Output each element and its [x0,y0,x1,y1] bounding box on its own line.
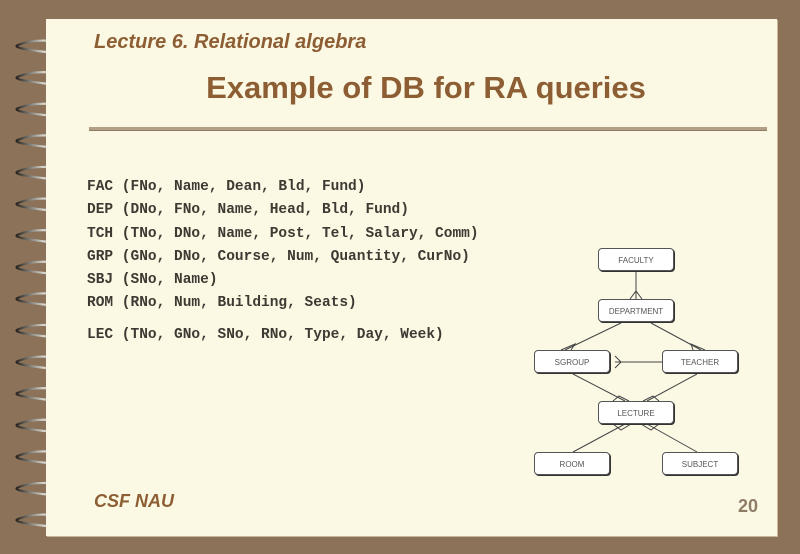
rel-sgroup-lecture [572,373,626,402]
slide-title: Example of DB for RA queries [206,70,646,105]
entity-department: DEPARTMENT [598,299,674,322]
page-number: 20 [738,496,759,516]
entity-room: ROOM [534,452,610,475]
crowfoot-department-icon [629,290,643,300]
notebook-page [46,19,777,536]
crowfoot-lecture-sg-icon [612,395,630,402]
crowfoot-sgroup-tch-icon [614,355,622,369]
schema-grp: GRP (GNo, DNo, Course, Num, Quantity, Cu… [87,248,470,265]
er-connectors [560,271,706,453]
schema-dep: DEP (DNo, FNo, Name, Head, Bld, Fund) [87,202,409,219]
rel-lecture-room [572,423,626,453]
er-diagram: FACULTY DEPARTMENT SGROUP TEACHER LECTUR… [525,240,750,485]
crowfoot-sgroup-dep-icon [560,342,577,351]
title-divider [89,127,767,131]
schema-rom: ROM (RNo, Num, Building, Seats) [87,295,357,312]
crowfoot-lecture-room-icon [612,423,632,431]
entity-teacher: TEACHER [662,350,738,373]
schema-fac: FAC (FNo, Name, Dean, Bld, Fund) [87,179,366,195]
rel-lecture-subject [646,423,698,453]
entity-faculty: FACULTY [598,248,674,271]
entity-lecture: LECTURE [598,401,674,424]
crowfoot-lecture-subject-icon [640,423,660,431]
entity-subject: SUBJECT [662,452,738,475]
rel-teacher-lecture [646,373,698,402]
entity-sgroup: SGROUP [534,350,610,373]
relation-schema-list: FAC (FNo, Name, Dean, Bld, Fund) DEP (DN… [87,176,479,347]
schema-tch: TCH (TNo, DNo, Name, Post, Tel, Salary, … [87,225,479,242]
lecture-label: Lecture 6. Relational algebra [94,31,367,53]
organization-label: CSF NAU [94,491,174,511]
crowfoot-lecture-tch-icon [642,395,660,402]
schema-lec: LEC (TNo, GNo, SNo, RNo, Type, Day, Week… [87,326,444,343]
schema-sbj: SBJ (SNo, Name) [87,272,218,289]
crowfoot-teacher-dep-icon [690,343,706,351]
rel-department-teacher [650,322,702,351]
